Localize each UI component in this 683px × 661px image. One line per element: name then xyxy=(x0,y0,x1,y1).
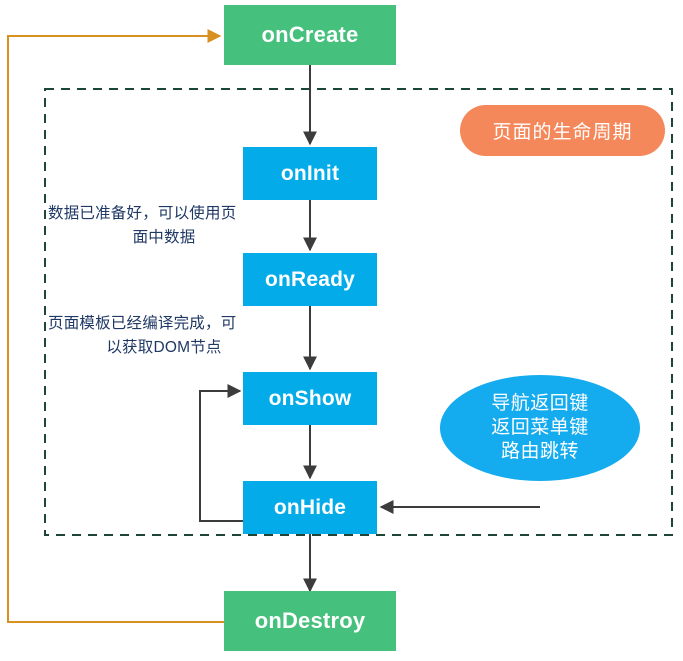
annotation-onready-line-1: 页面模板已经编译完成，可 xyxy=(48,315,237,332)
trigger-line-2: 返回菜单键 xyxy=(491,416,589,438)
lifecycle-title-badge-label: 页面的生命周期 xyxy=(492,122,633,143)
node-oninit[interactable]: onInit xyxy=(243,147,377,200)
node-onshow-label: onShow xyxy=(268,386,352,410)
node-onhide-label: onHide xyxy=(273,495,347,519)
node-oncreate-label: onCreate xyxy=(261,22,359,47)
node-oninit-label: onInit xyxy=(280,161,340,185)
lifecycle-region-dashed-border xyxy=(44,88,673,536)
edge-onhide-to-onshow-loop xyxy=(199,384,243,522)
node-onshow[interactable]: onShow xyxy=(243,372,377,425)
annotation-oninit-line-2: 面中数据 xyxy=(132,229,196,247)
node-oncreate[interactable]: onCreate xyxy=(224,5,396,65)
lifecycle-title-badge: 页面的生命周期 xyxy=(460,105,665,156)
node-onhide[interactable]: onHide xyxy=(243,481,377,534)
annotation-oninit: 数据已准备好，可以使用页 面中数据 xyxy=(48,202,280,250)
annotation-oninit-line-1: 数据已准备好，可以使用页 xyxy=(48,205,237,222)
node-ondestroy-label: onDestroy xyxy=(254,608,366,633)
trigger-sources-ellipse: 导航返回键 返回菜单键 路由跳转 xyxy=(440,375,640,481)
annotation-onready-line-2: 以获取DOM节点 xyxy=(106,339,222,357)
node-onready[interactable]: onReady xyxy=(243,253,377,306)
trigger-line-3: 路由跳转 xyxy=(500,441,579,463)
edge-ondestroy-to-oncreate-orange xyxy=(7,29,243,623)
trigger-line-1: 导航返回键 xyxy=(491,392,589,414)
node-ondestroy[interactable]: onDestroy xyxy=(224,591,396,651)
node-onready-label: onReady xyxy=(264,267,356,291)
annotation-onready: 页面模板已经编译完成，可 以获取DOM节点 xyxy=(48,312,280,360)
